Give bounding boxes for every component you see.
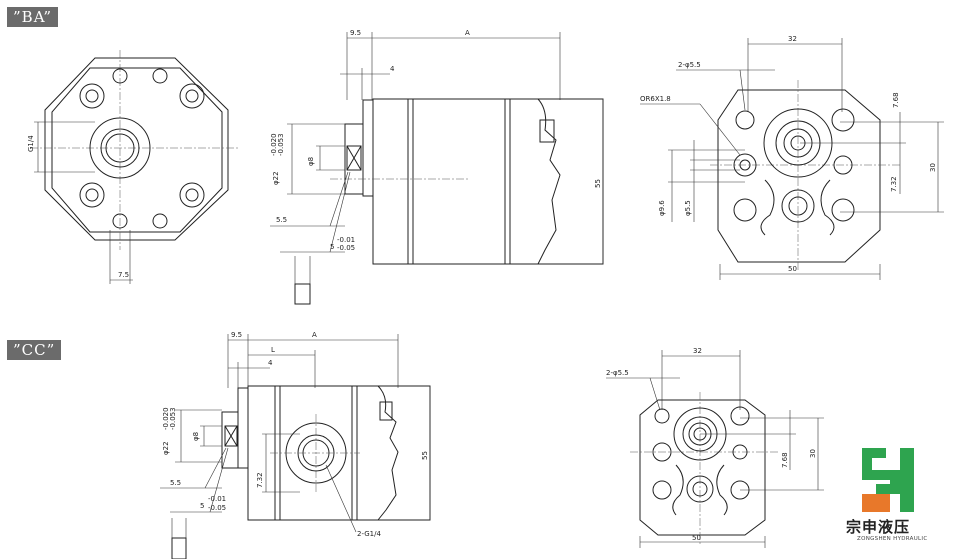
cc-side-view xyxy=(160,334,431,559)
cc-flange-view xyxy=(606,350,824,548)
cc-dim-l: L xyxy=(271,346,275,354)
cc-dim-5-tol-upper: -0.01 xyxy=(208,495,226,503)
cc-phi8-label: φ8 xyxy=(192,432,200,441)
ba-flange-view xyxy=(640,38,944,280)
ba-flange-dim-7-68: 7.68 xyxy=(892,92,900,108)
cc-phi22-label: φ22 xyxy=(162,441,170,455)
ba-dim-9-5: 9.5 xyxy=(350,29,361,37)
ba-dim-4: 4 xyxy=(390,65,395,73)
cc-flange-holes: 2-φ5.5 xyxy=(606,369,629,377)
ba-phi22-tol-upper: -0.020 xyxy=(270,133,278,156)
ba-flange-dim-7-32: 7.32 xyxy=(890,176,898,192)
cc-phi22-tol-lower: -0.053 xyxy=(169,407,177,430)
brand-logo xyxy=(862,448,914,512)
ba-front-view xyxy=(30,50,240,284)
ba-flange-oring: OR6X1.8 xyxy=(640,95,671,103)
cc-dim-4: 4 xyxy=(268,359,273,367)
brand-name-en: ZONGSHEN HYDRAULIC xyxy=(857,536,928,542)
cc-phi22-tol-upper: -0.020 xyxy=(162,407,170,430)
cc-dim-5-tol-lower: -0.05 xyxy=(208,504,226,512)
ba-flange-dim-32: 32 xyxy=(788,35,797,43)
ba-phi8-label: φ8 xyxy=(307,157,315,166)
ba-dim-5-tol-lower: -0.05 xyxy=(337,244,355,252)
ba-dim-5-tol-upper: -0.01 xyxy=(337,236,355,244)
ba-g14-label: G1/4 xyxy=(27,135,35,152)
cc-flange-dim-50: 50 xyxy=(692,534,701,542)
cc-port-label: 2-G1/4 xyxy=(357,530,381,538)
ba-dim-5: 5 xyxy=(330,243,334,251)
cc-dim-9-5: 9.5 xyxy=(231,331,242,339)
cc-flange-dim-7-68: 7.68 xyxy=(781,452,789,468)
brand-name-cn: 宗申液压 xyxy=(846,518,911,536)
ba-dim-a: A xyxy=(465,29,470,37)
cc-flange-dim-32: 32 xyxy=(693,347,702,355)
ba-flange-dim-50: 50 xyxy=(788,265,797,273)
ba-flange-dim-phi5-5: φ5.5 xyxy=(684,200,692,216)
ba-height-55: 55 xyxy=(594,179,602,188)
cc-height-55: 55 xyxy=(421,451,429,460)
ba-dim-5-5: 5.5 xyxy=(276,216,287,224)
ba-phi22-tol-lower: -0.053 xyxy=(277,133,285,156)
ba-flange-holes: 2-φ5.5 xyxy=(678,61,701,69)
cc-dim-5-5: 5.5 xyxy=(170,479,181,487)
cc-dim-a: A xyxy=(312,331,317,339)
ba-side-view xyxy=(270,32,604,305)
ba-dim-7-5: 7.5 xyxy=(118,271,129,279)
ba-flange-dim-phi9-6: φ9.6 xyxy=(658,200,666,216)
cc-flange-dim-30: 30 xyxy=(809,449,817,458)
ba-flange-dim-30: 30 xyxy=(929,163,937,172)
cc-dim-7-32: 7.32 xyxy=(256,472,264,488)
ba-phi22-label: φ22 xyxy=(272,171,280,185)
view-tag-cc: ”CC” xyxy=(7,340,62,360)
cc-dim-5: 5 xyxy=(200,502,204,510)
view-tag-ba: ”BA” xyxy=(7,7,58,27)
